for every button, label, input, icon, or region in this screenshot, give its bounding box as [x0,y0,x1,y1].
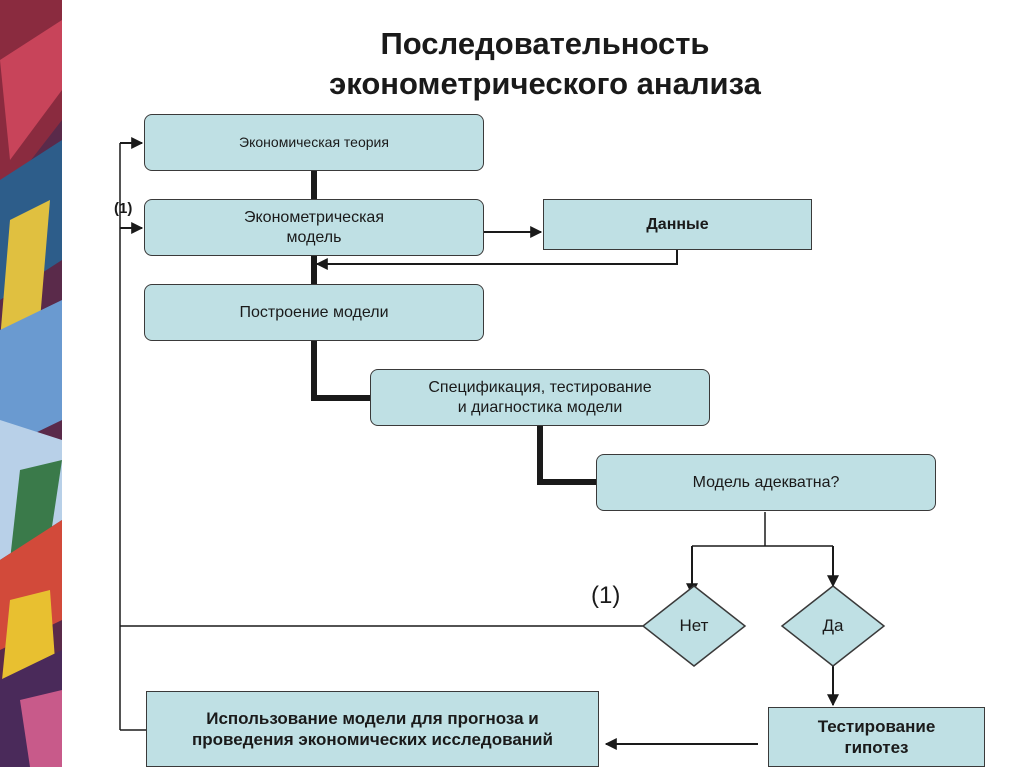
title-line-1: Последовательность [380,26,710,61]
spine-building-spec [311,341,372,401]
node-data: Данные [543,199,812,250]
title-line-2: эконометрического анализа [329,66,761,101]
arrow-data-feedback [315,250,678,270]
node-hypothesis-testing-line-2: гипотез [844,738,909,757]
node-hypothesis-testing-line-1: Тестирование [817,716,936,736]
node-model-building: Построение модели [144,284,484,341]
no-diamond [641,585,747,667]
loop-marker-small: (1) [114,200,133,217]
node-model-adequate: Модель адекватна? [596,454,936,511]
node-specification: Спецификация, тестирование и диагностика… [370,369,710,426]
node-econometric-model-line-1: Эконометрическая [244,208,384,226]
node-model-use-line-2: проведения экономических исследований [192,730,553,749]
node-econometric-model-line-2: модель [286,228,342,246]
node-economic-theory: Экономическая теория [144,114,484,171]
node-economic-theory-label: Экономическая теория [239,133,389,150]
decorative-side-image [0,0,62,767]
node-model-building-label: Построение модели [239,303,389,321]
node-specification-line-1: Спецификация, тестирование [428,378,652,396]
node-specification-line-2: и диагностика модели [457,398,623,416]
node-model-use: Использование модели для прогноза и пров… [146,691,599,767]
spine-spec-adequate [537,426,597,485]
node-econometric-model: Эконометрическая модель [144,199,484,256]
yes-diamond [780,585,886,667]
node-data-label: Данные [646,215,709,233]
node-hypothesis-testing: Тестирование гипотез [768,707,985,767]
node-model-use-line-1: Использование модели для прогноза и [206,708,539,728]
loop-marker-large: (1) [591,582,621,609]
diagram-title: Последовательность эконометрического ана… [200,24,890,104]
node-model-adequate-label: Модель адекватна? [692,473,840,491]
no-label: Нет [679,616,709,635]
yes-label: Да [822,616,844,635]
